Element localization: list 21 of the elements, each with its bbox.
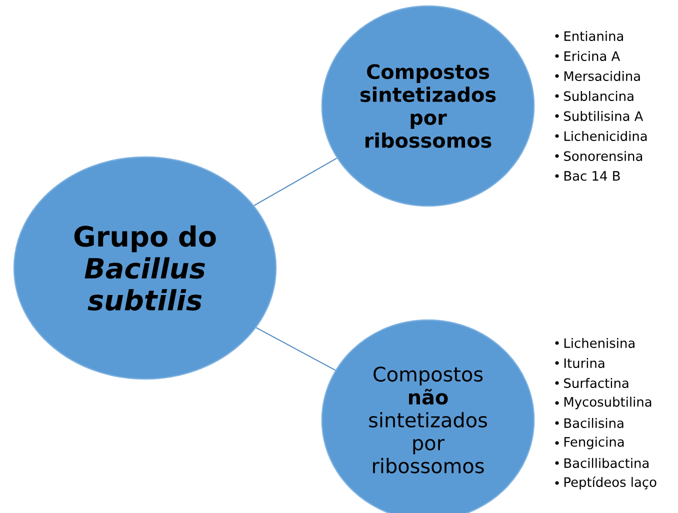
- list-item: Lichenisina: [555, 338, 634, 348]
- ellipse-node: Compostos não sintetizados por ribossomos: [321, 319, 535, 513]
- ellipse-node: Compostos sintetizados por ribossomos: [321, 5, 535, 207]
- list-item: Lichenicidina: [555, 130, 647, 141]
- list-item: Sublancina: [555, 90, 634, 101]
- list-item: Bac 14 B: [555, 171, 620, 181]
- connector-line: [256, 327, 336, 371]
- list-item: Mycosubtilina: [555, 396, 652, 410]
- list-item: Iturina: [555, 358, 604, 368]
- list-item: Bacillibactina: [555, 458, 648, 468]
- list-item: Sonorensina: [555, 150, 642, 161]
- ellipse-node: Grupo do Bacillus subtilis: [13, 156, 277, 380]
- list-item: Subtilisina A: [555, 110, 644, 121]
- list-item: Mersacidina: [555, 70, 640, 81]
- connector-line: [254, 158, 338, 206]
- list-item: Surfactina: [555, 378, 628, 388]
- list-item: Ericina A: [555, 50, 620, 61]
- list-item: Fengicina: [555, 436, 624, 450]
- list-item: Bacilisina: [555, 418, 624, 428]
- list-item: Peptídeos laço: [555, 476, 656, 490]
- list-item: Entianina: [555, 30, 623, 41]
